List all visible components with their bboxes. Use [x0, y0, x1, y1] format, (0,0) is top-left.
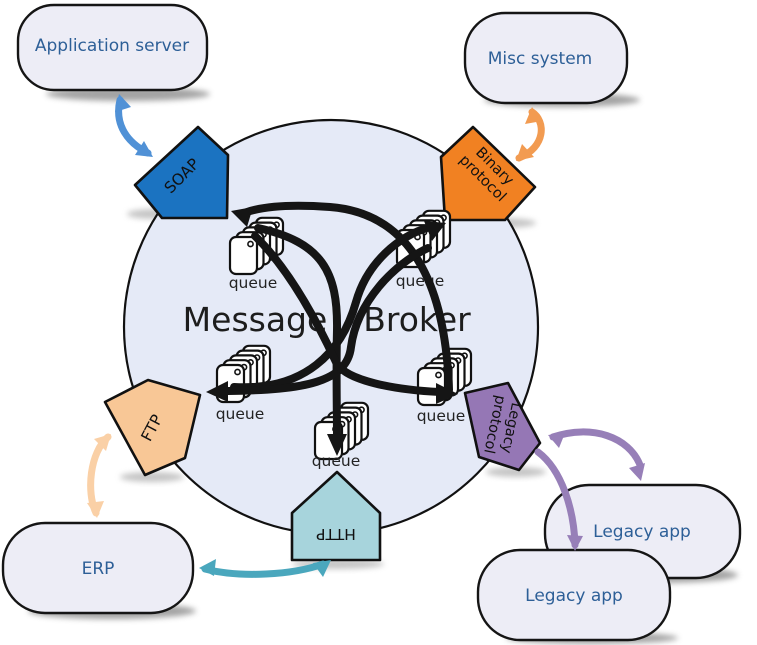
arrowhead-miscsystem — [525, 107, 542, 124]
legacy-app-2-label: Legacy app — [525, 586, 623, 606]
arrowhead-midright-queue — [436, 383, 458, 404]
application-server-label: Application server — [35, 36, 189, 56]
protocol-connectors: SOAP Binary protocol FTP Legacy protocol… — [103, 125, 542, 562]
legacy-app-1-label: Legacy app — [593, 522, 691, 542]
http-connector — [290, 470, 382, 562]
flow-midright-to-topleft — [243, 201, 453, 394]
http-label: HTTP — [316, 525, 356, 543]
queue-label-mid-left: queue — [216, 405, 265, 423]
arrowhead-ftp — [94, 434, 111, 451]
legacy-app-2-node — [476, 548, 672, 642]
shadow-legacy-protocol — [486, 467, 546, 477]
arrowhead-midleft-queue — [206, 381, 228, 402]
arrow-http-erp — [201, 560, 327, 578]
internal-flow-arrows — [206, 201, 458, 456]
arrowhead-topleft-queue — [231, 207, 253, 227]
application-server-node — [16, 3, 209, 92]
queue-label-top-left: queue — [229, 274, 278, 292]
flow-topright-to-midleft — [224, 244, 432, 395]
arrowhead-legacyapp1 — [629, 463, 645, 481]
erp-label: ERP — [82, 559, 115, 579]
arrow-legacyprotocol-legacyapp2 — [534, 448, 579, 549]
queue-label-mid-right: queue — [417, 407, 466, 425]
arrowhead-legacyprotocol — [548, 433, 565, 448]
arrow-legacyprotocol-legacyapp1 — [549, 428, 644, 469]
arrowhead-soap — [135, 141, 153, 157]
arrowhead-legacyapp2 — [567, 535, 583, 551]
arrowhead-erp-right — [199, 559, 216, 576]
external-connection-arrows — [87, 94, 645, 578]
misc-system-node — [463, 11, 629, 105]
shadow-ftp — [120, 472, 184, 482]
arrowhead-topright-queue — [424, 221, 446, 241]
soap-connector — [133, 125, 230, 220]
arrowhead-bottom-queue — [327, 434, 347, 456]
misc-system-label: Misc system — [488, 49, 592, 69]
arrowhead-erp-top — [87, 501, 104, 518]
flow-topleft-to-bottom — [254, 224, 342, 444]
binary-protocol-connector — [439, 125, 537, 222]
external-systems: Application server Misc system ERP Legac… — [1, 3, 742, 642]
ftp-connector — [103, 378, 202, 477]
flow-midleft-to-topright — [230, 223, 434, 392]
arrowhead-appserver — [115, 94, 131, 112]
arrowhead-http — [313, 560, 331, 577]
queue-label-bottom: queue — [312, 452, 361, 470]
erp-node — [1, 521, 195, 615]
queue-label-top-right: queue — [396, 272, 445, 290]
broker-title-word-broker: Broker — [363, 300, 471, 339]
legacy-protocol-connector — [463, 381, 542, 472]
flow-topleft-to-midright — [251, 232, 444, 396]
arrowhead-binary — [516, 144, 534, 161]
